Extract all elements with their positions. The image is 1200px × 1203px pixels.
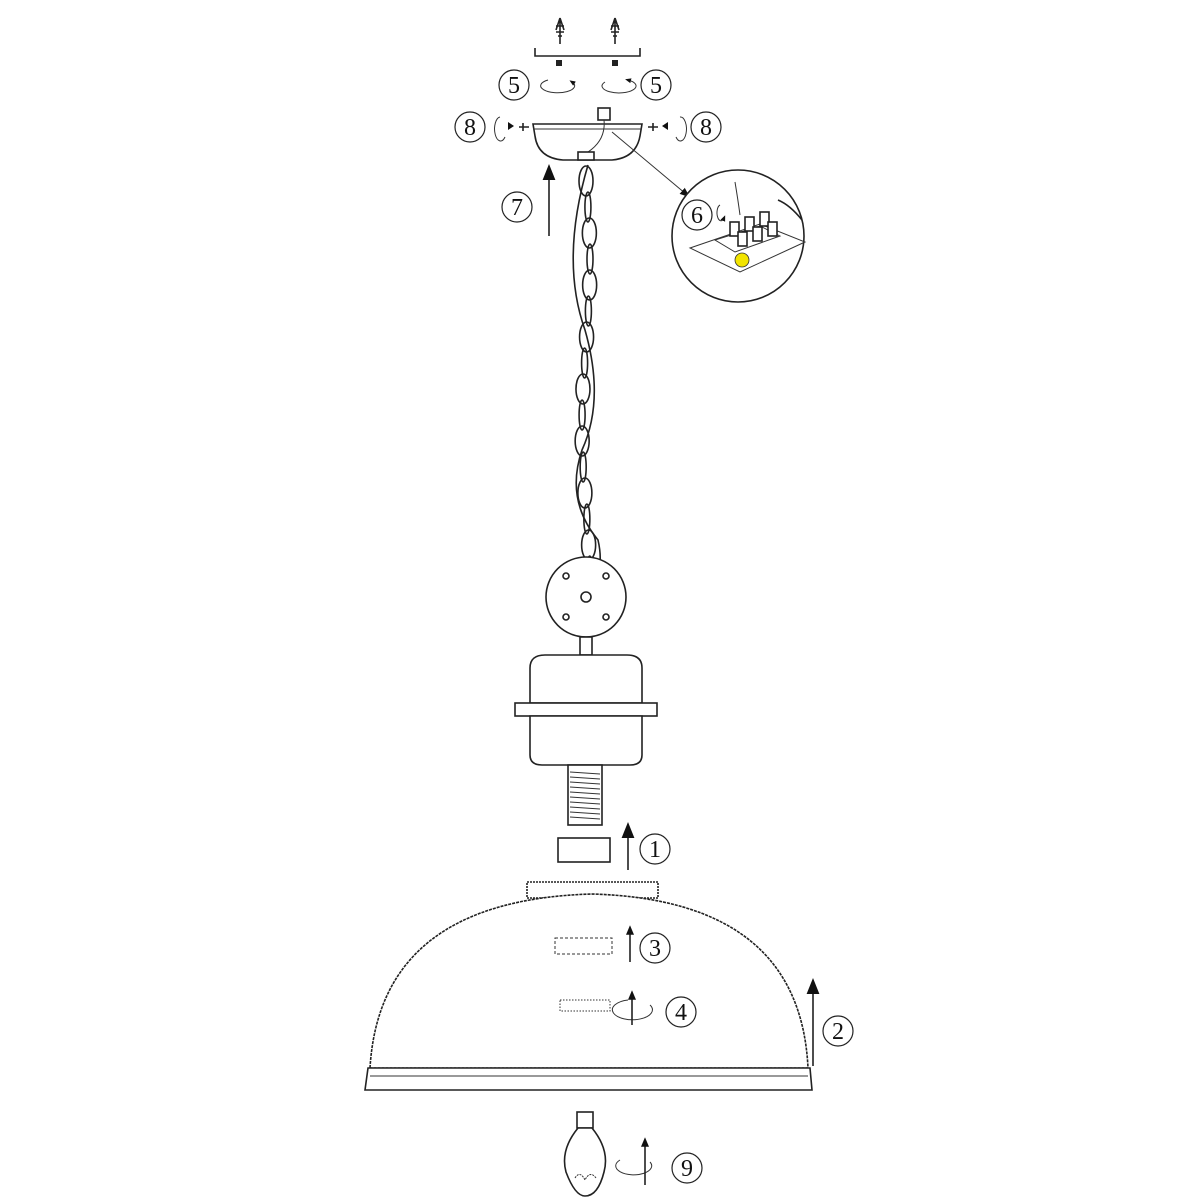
thread-line	[569, 781, 601, 785]
step-2-label: 2	[822, 1015, 854, 1047]
chain-link	[578, 399, 586, 431]
step-6-label: 6	[681, 199, 713, 231]
step-circle	[639, 833, 671, 865]
chain-link	[584, 191, 592, 223]
thread-line	[569, 811, 601, 815]
rotation-arrows-5	[540, 78, 637, 94]
step-circle	[639, 932, 671, 964]
chain-disk	[545, 556, 627, 638]
step-circle	[640, 69, 672, 101]
chain-link	[580, 347, 589, 379]
step-circle	[665, 996, 697, 1028]
step-1-label: 1	[639, 833, 671, 865]
chain-link	[579, 451, 587, 483]
step-8-left-label: 8	[454, 111, 486, 143]
step-circle	[501, 191, 533, 223]
earth-symbol	[734, 252, 750, 268]
step-5-right-label: 5	[640, 69, 672, 101]
thread-line	[569, 801, 601, 805]
power-cable	[572, 164, 601, 593]
step-number: 3	[649, 936, 661, 962]
chain-link	[584, 295, 593, 327]
thread-line	[569, 796, 601, 800]
thread-line	[569, 816, 601, 820]
arrow-to-inset	[611, 131, 690, 198]
step-number: 4	[675, 1000, 687, 1026]
inner-ring	[554, 937, 613, 955]
step-circle	[690, 111, 722, 143]
thread-line	[569, 771, 601, 775]
threaded-ring	[559, 999, 611, 1012]
step-7-label: 7	[501, 191, 533, 223]
socket-ring	[557, 837, 611, 863]
suspension-chain	[574, 165, 598, 587]
chain-link	[577, 477, 593, 509]
step-number: 9	[681, 1156, 693, 1182]
terminal-block-inset	[671, 169, 807, 303]
step-9-label: 9	[671, 1152, 703, 1184]
chain-link	[574, 425, 590, 457]
step-number: 5	[508, 73, 520, 99]
step-circle	[681, 199, 713, 231]
step-number: 7	[511, 195, 523, 221]
step-8-right-label: 8	[690, 111, 722, 143]
rotation-arrow-4	[611, 990, 653, 1025]
chain-link	[586, 243, 594, 275]
step-number: 1	[649, 837, 661, 863]
thread-line	[569, 791, 601, 795]
lamp-shade	[364, 881, 813, 1091]
chain-link	[581, 217, 598, 249]
thread-line	[569, 776, 601, 780]
step-4-label: 4	[665, 996, 697, 1028]
step-circle	[498, 69, 530, 101]
step-number: 2	[832, 1019, 844, 1045]
step-circle	[454, 111, 486, 143]
step-number: 5	[650, 73, 662, 99]
step-circle	[671, 1152, 703, 1184]
chain-link	[575, 373, 591, 405]
ceiling-canopy	[494, 107, 687, 161]
step-number: 6	[691, 203, 703, 229]
step-number: 8	[700, 115, 712, 141]
light-bulb	[563, 1111, 653, 1197]
step-circle	[822, 1015, 854, 1047]
step-5-left-label: 5	[498, 69, 530, 101]
mounting-bracket	[534, 17, 641, 66]
socket-housing	[514, 636, 658, 826]
thread-line	[569, 786, 601, 790]
step-number: 8	[464, 115, 476, 141]
thread-line	[569, 806, 601, 810]
step-3-label: 3	[639, 932, 671, 964]
